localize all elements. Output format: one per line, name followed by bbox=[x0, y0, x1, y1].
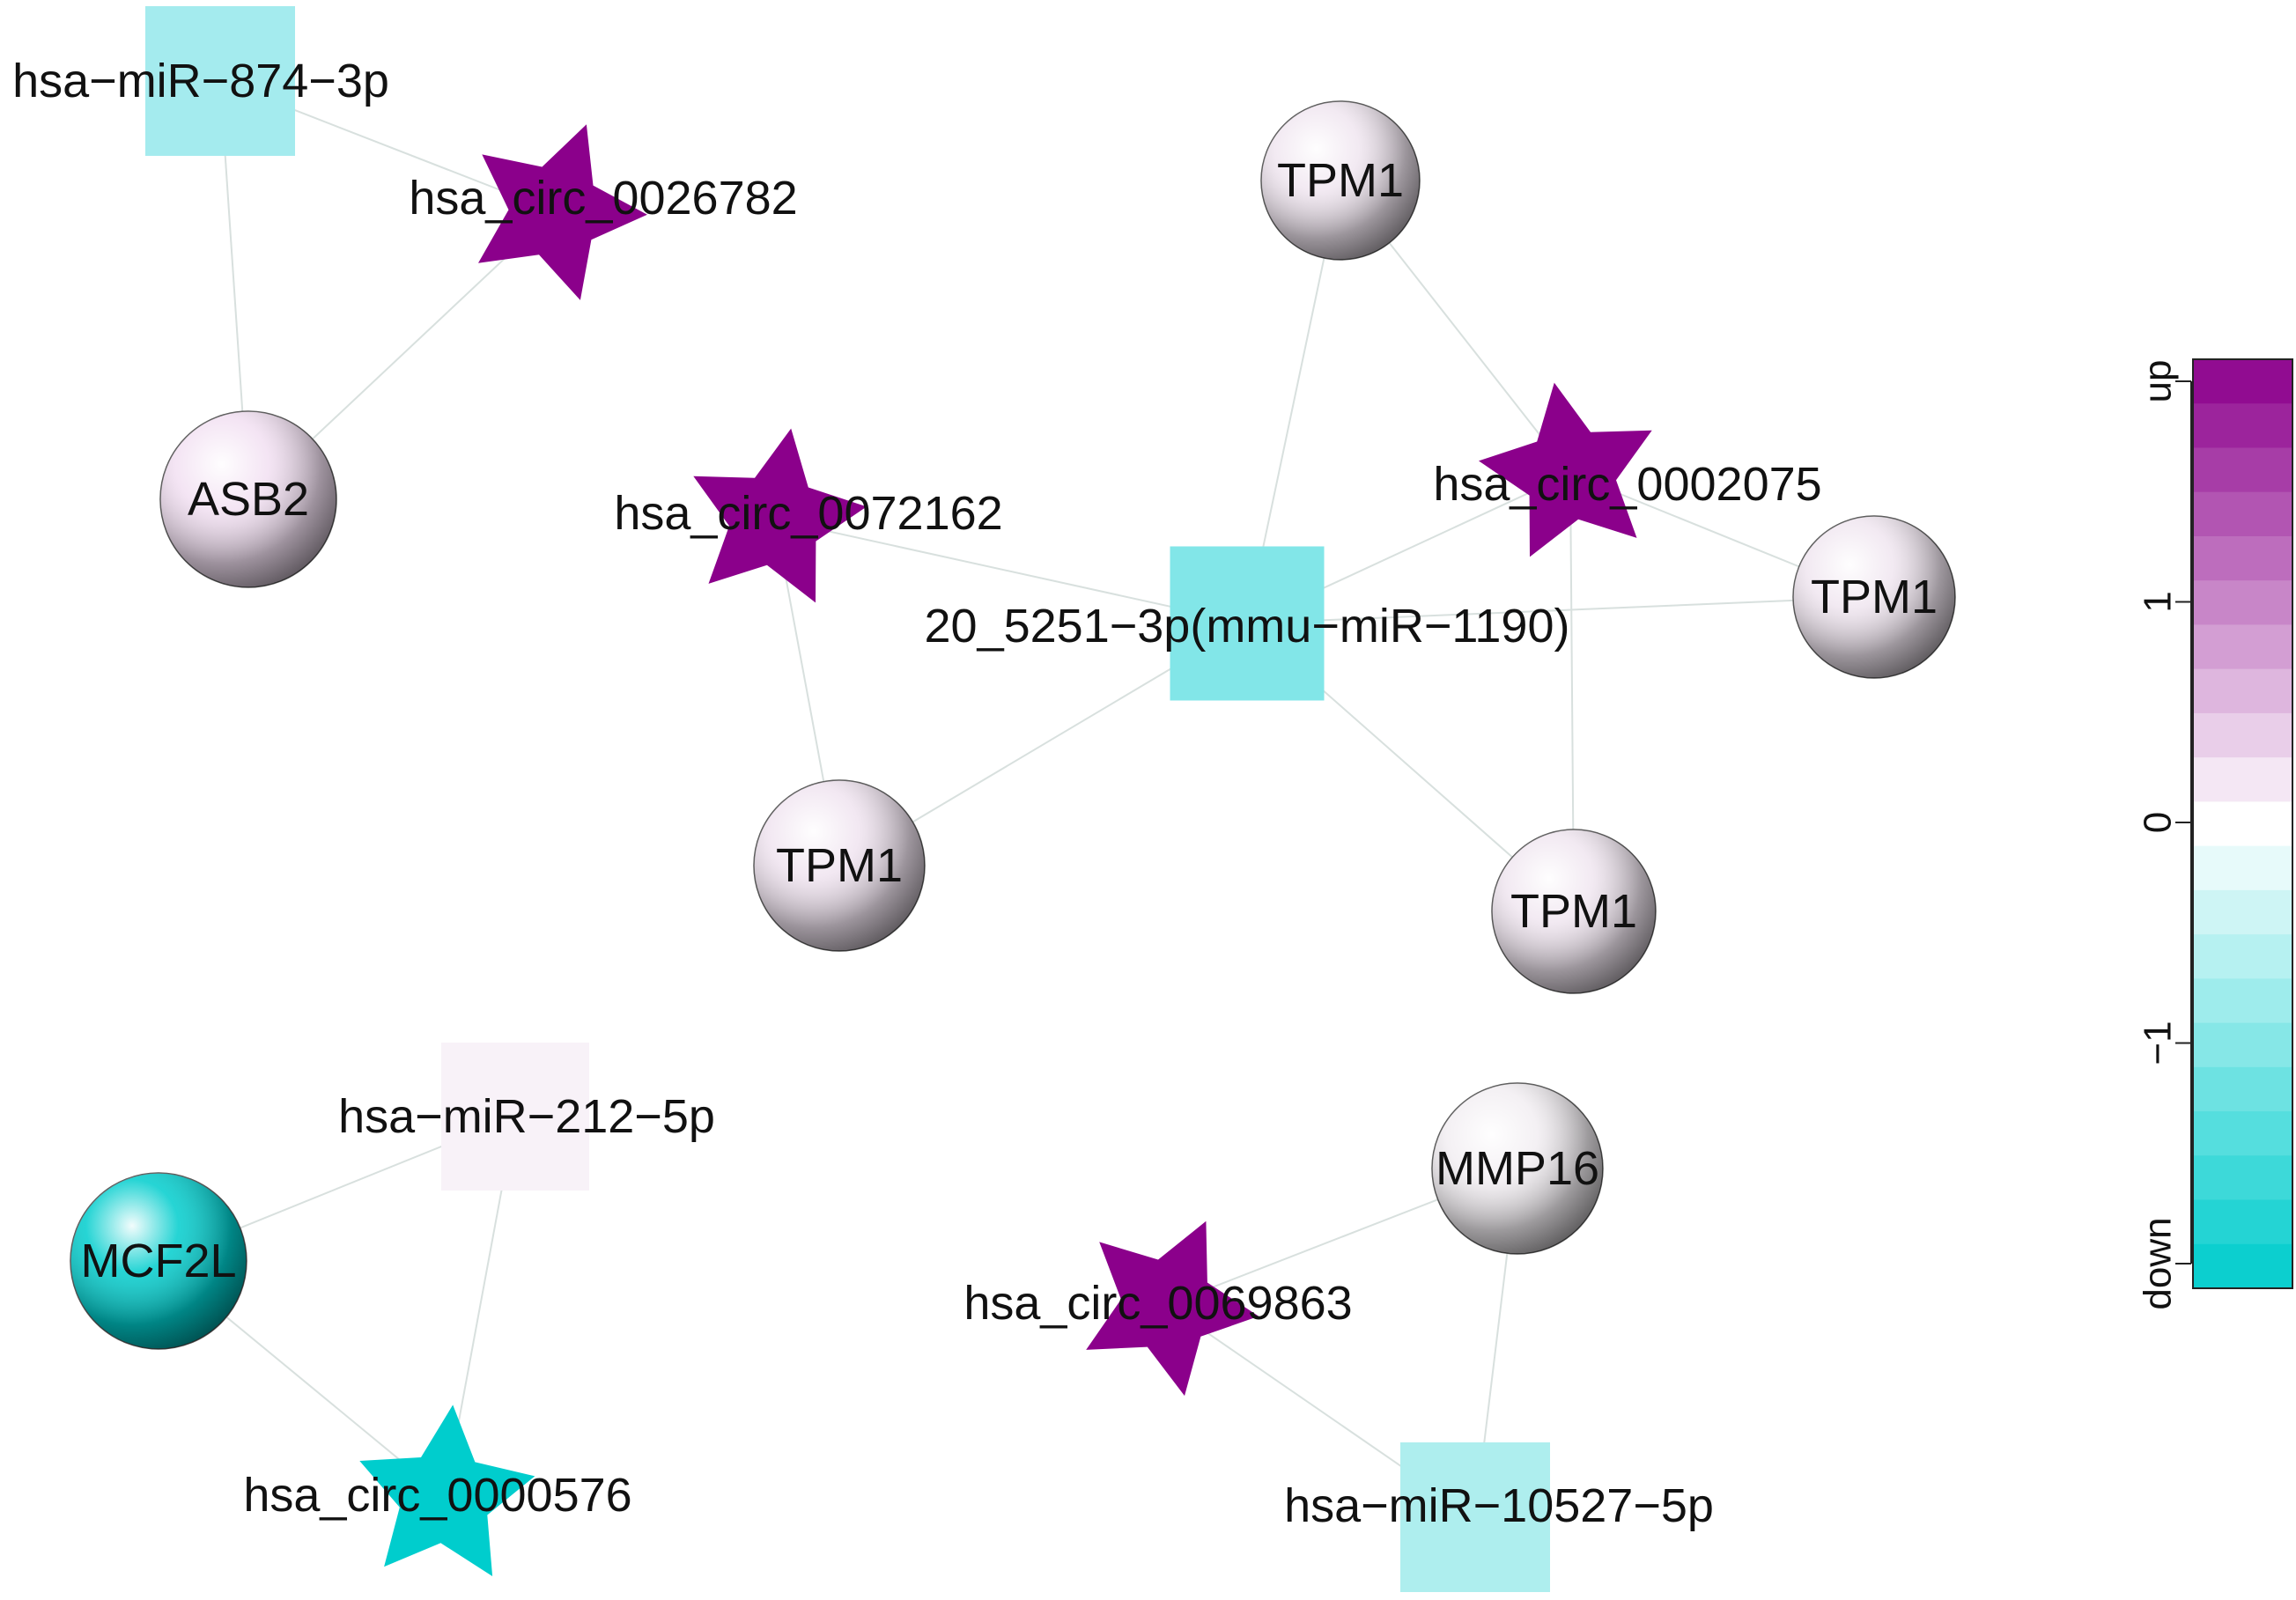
star-node-shape bbox=[359, 1405, 535, 1576]
node-label-tpm1_right: TPM1 bbox=[1811, 571, 1938, 623]
legend-swatch bbox=[2193, 1155, 2292, 1201]
legend-swatch bbox=[2193, 889, 2292, 935]
node-circ26782[interactable] bbox=[478, 124, 647, 300]
color-legend: up 1 0 −1 down bbox=[2137, 358, 2293, 1310]
node-mcf2l[interactable] bbox=[70, 1172, 247, 1350]
node-label-tpm1_left: TPM1 bbox=[776, 839, 903, 892]
node-label-mcf2l: MCF2L bbox=[80, 1235, 236, 1287]
node-circ576[interactable] bbox=[359, 1405, 535, 1576]
sphere-shading bbox=[70, 1173, 247, 1349]
legend-swatch bbox=[2193, 491, 2292, 537]
node-label-circ2075: hsa_circ_0002075 bbox=[1433, 458, 1821, 511]
node-label-tpm1_top: TPM1 bbox=[1277, 154, 1404, 207]
square-node-shape bbox=[1170, 546, 1325, 701]
sphere-shading bbox=[160, 411, 336, 587]
node-label-mmp16: MMP16 bbox=[1436, 1142, 1599, 1195]
legend-tick-label: 0 bbox=[2137, 812, 2180, 833]
legend-swatch bbox=[2193, 668, 2292, 714]
legend-border bbox=[2192, 358, 2293, 1289]
node-circ69863[interactable] bbox=[1086, 1220, 1259, 1397]
legend-swatch bbox=[2193, 1199, 2292, 1245]
node-label-asb2: ASB2 bbox=[188, 473, 309, 526]
sphere-shading bbox=[1793, 516, 1955, 678]
legend-swatch bbox=[2193, 1111, 2292, 1156]
legend-swatch bbox=[2193, 845, 2292, 891]
star-node-shape bbox=[1086, 1220, 1259, 1397]
legend-tick-label: up bbox=[2137, 360, 2180, 403]
node-label-mir10527: hsa−miR−10527−5p bbox=[1284, 1479, 1714, 1532]
node-mir1190[interactable] bbox=[1170, 546, 1325, 701]
sphere-shading bbox=[1432, 1083, 1603, 1254]
node-label-tpm1_bottom: TPM1 bbox=[1510, 885, 1637, 938]
legend-swatch bbox=[2193, 403, 2292, 449]
legend-tick-label: 1 bbox=[2137, 591, 2180, 612]
node-mmp16[interactable] bbox=[1431, 1082, 1604, 1255]
square-node-shape bbox=[145, 6, 295, 156]
square-node-shape bbox=[1400, 1442, 1550, 1592]
sphere-shading bbox=[1261, 101, 1420, 260]
node-label-circ576: hsa_circ_0000576 bbox=[243, 1469, 631, 1522]
legend-swatch bbox=[2193, 1022, 2292, 1068]
node-tpm1_left[interactable] bbox=[753, 779, 926, 952]
sphere-shading bbox=[754, 780, 925, 951]
node-label-mir212: hsa−miR−212−5p bbox=[338, 1090, 715, 1143]
node-tpm1_bottom[interactable] bbox=[1491, 829, 1657, 994]
node-label-circ69863: hsa_circ_0069863 bbox=[963, 1277, 1352, 1330]
legend-swatch bbox=[2193, 447, 2292, 493]
edge-mir1190-circ72162 bbox=[774, 519, 1248, 624]
node-tpm1_top[interactable] bbox=[1260, 100, 1421, 261]
legend-swatch bbox=[2193, 624, 2292, 670]
node-circ2075[interactable] bbox=[1479, 382, 1652, 557]
sphere-shading bbox=[1492, 829, 1656, 993]
legend-swatch bbox=[2193, 978, 2292, 1024]
node-mir874[interactable] bbox=[145, 6, 295, 156]
star-node-shape bbox=[1479, 382, 1652, 557]
edge-mir1190-tpm1_right bbox=[1246, 596, 1875, 624]
node-mir212[interactable] bbox=[441, 1043, 589, 1191]
legend-swatch bbox=[2193, 1066, 2292, 1112]
node-mir10527[interactable] bbox=[1400, 1442, 1550, 1592]
node-label-circ72162: hsa_circ_0072162 bbox=[614, 487, 1002, 540]
node-label-mir874: hsa−miR−874−3p bbox=[12, 55, 389, 107]
node-label-circ26782: hsa_circ_0026782 bbox=[409, 172, 797, 225]
star-node-shape bbox=[478, 124, 647, 300]
legend-swatch bbox=[2193, 580, 2292, 626]
legend-swatch bbox=[2193, 757, 2292, 802]
node-circ72162[interactable] bbox=[693, 428, 867, 603]
square-node-shape bbox=[441, 1043, 589, 1191]
legend-swatch bbox=[2193, 934, 2292, 979]
legend-swatch bbox=[2193, 712, 2292, 758]
legend-swatch bbox=[2193, 535, 2292, 581]
legend-swatch bbox=[2193, 359, 2292, 404]
legend-tick-label: −1 bbox=[2137, 1021, 2180, 1065]
node-label-mir1190: 20_5251−3p(mmu−miR−1190) bbox=[925, 600, 1570, 653]
star-node-shape bbox=[693, 428, 867, 603]
legend-tick-label: down bbox=[2137, 1217, 2180, 1309]
legend-swatch bbox=[2193, 801, 2292, 847]
node-tpm1_right[interactable] bbox=[1792, 515, 1956, 679]
node-asb2[interactable] bbox=[159, 410, 337, 588]
legend-swatch bbox=[2193, 1243, 2292, 1289]
